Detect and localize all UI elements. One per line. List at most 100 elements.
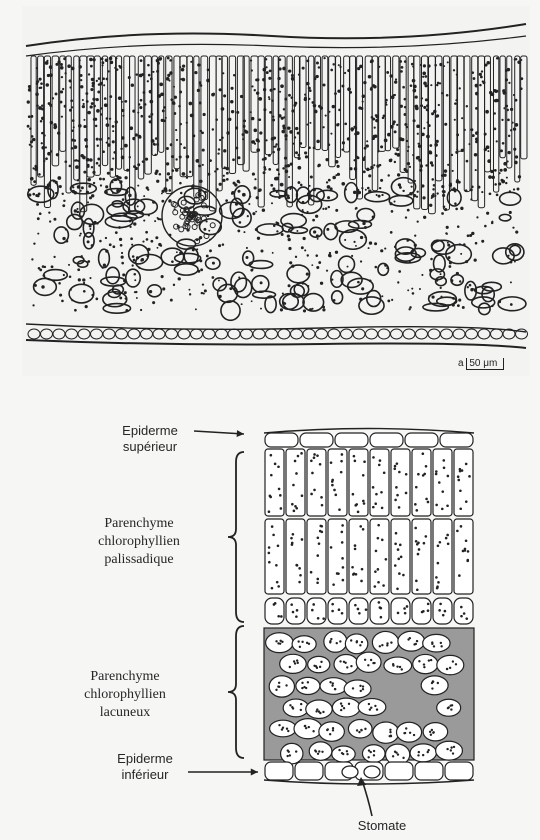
diagram-chloroplast: [465, 539, 468, 542]
diagram-chloroplast: [415, 509, 418, 512]
diagram-chloroplast: [312, 730, 314, 732]
diagram-chloroplast: [336, 642, 338, 644]
diagram-chloroplast: [268, 561, 271, 564]
diagram-chloroplast: [311, 609, 314, 612]
diagram-chloroplast: [435, 504, 438, 507]
diagram-chloroplast: [394, 465, 397, 468]
diagram-chloroplast: [316, 454, 319, 457]
diagram-chloroplast: [295, 615, 298, 618]
diagram-chloroplast: [379, 606, 382, 609]
diagram-upper-epidermal-cell: [370, 433, 403, 447]
diagram-chloroplast: [359, 644, 361, 646]
diagram-chloroplast: [338, 508, 341, 511]
diagram-chloroplast: [316, 708, 318, 710]
diagram-chloroplast: [319, 463, 322, 466]
palisade-brace: [228, 452, 244, 622]
diagram-chloroplast: [444, 610, 447, 613]
diagram-chloroplast: [468, 475, 471, 478]
diagram-chloroplast: [395, 751, 397, 753]
diagram-chloroplast: [295, 507, 298, 510]
diagram-chloroplast: [341, 557, 344, 560]
label-palisade-line3: palissadique: [72, 551, 206, 569]
diagram-chloroplast: [339, 660, 341, 662]
diagram-chloroplast: [368, 703, 370, 705]
diagram-chloroplast: [311, 472, 314, 475]
diagram-chloroplast: [374, 502, 377, 505]
diagram-chloroplast: [320, 661, 322, 663]
diagram-chloroplast: [404, 612, 407, 615]
diagram-chloroplast: [435, 473, 438, 476]
diagram-chloroplast: [296, 564, 299, 567]
diagram-chloroplast: [394, 499, 397, 502]
diagram-spongy-cell: [373, 722, 399, 743]
diagram-chloroplast: [363, 460, 366, 463]
diagram-chloroplast: [333, 489, 336, 492]
diagram-chloroplast: [418, 751, 420, 753]
diagram-chloroplast: [401, 668, 403, 670]
diagram-chloroplast: [396, 462, 399, 465]
diagram-chloroplast: [417, 553, 420, 556]
diagram-chloroplast: [437, 581, 440, 584]
diagram-chloroplast: [289, 754, 291, 756]
diagram-spongy-cell: [324, 631, 347, 652]
diagram-chloroplast: [341, 524, 344, 527]
diagram-chloroplast: [308, 643, 310, 645]
diagram-chloroplast: [298, 567, 301, 570]
diagram-chloroplast: [413, 734, 415, 736]
diagram-transition-cell: [349, 598, 368, 624]
diagram-chloroplast: [430, 659, 432, 661]
diagram-chloroplast: [463, 612, 466, 615]
diagram-chloroplast: [425, 498, 428, 501]
diagram-transition-cell: [328, 598, 347, 624]
diagram-chloroplast: [467, 550, 470, 553]
diagram-upper-epidermal-cell: [405, 433, 438, 447]
diagram-chloroplast: [342, 579, 345, 582]
diagram-transition-cell: [433, 598, 452, 624]
diagram-chloroplast: [320, 496, 323, 499]
diagram-chloroplast: [428, 659, 430, 661]
diagram-chloroplast: [447, 543, 450, 546]
diagram-chloroplast: [429, 731, 431, 733]
diagram-chloroplast: [316, 578, 319, 581]
diagram-chloroplast: [270, 474, 273, 477]
diagram-chloroplast: [465, 463, 468, 466]
diagram-chloroplast: [278, 682, 280, 684]
diagram-chloroplast: [440, 645, 442, 647]
diagram-upper-epidermal-cell: [335, 433, 368, 447]
diagram-spongy-cell: [396, 722, 421, 742]
diagram-chloroplast: [340, 460, 343, 463]
diagram-chloroplast: [301, 682, 303, 684]
diagram-chloroplast: [294, 662, 296, 664]
diagram-chloroplast: [460, 606, 463, 609]
diagram-chloroplast: [358, 612, 361, 615]
diagram-chloroplast: [446, 748, 448, 750]
diagram-chloroplast: [301, 494, 304, 497]
diagram-chloroplast: [439, 541, 442, 544]
diagram-chloroplast: [299, 646, 301, 648]
diagram-chloroplast: [292, 484, 295, 487]
diagram-chloroplast: [286, 755, 288, 757]
diagram-chloroplast: [451, 704, 453, 706]
diagram-chloroplast: [276, 581, 279, 584]
diagram-chloroplast: [319, 525, 322, 528]
diagram-chloroplast: [364, 659, 366, 661]
diagram-chloroplast: [369, 708, 371, 710]
diagram-chloroplast: [353, 455, 356, 458]
diagram-chloroplast: [317, 753, 319, 755]
diagram-chloroplast: [402, 574, 405, 577]
diagram-chloroplast: [423, 663, 425, 665]
diagram-chloroplast: [397, 753, 399, 755]
diagram-lower-epidermal-cell: [445, 762, 473, 780]
diagram-chloroplast: [352, 573, 355, 576]
diagram-chloroplast: [289, 666, 291, 668]
diagram-chloroplast: [321, 751, 323, 753]
diagram-palisade-cell: [412, 449, 431, 516]
diagram-chloroplast: [382, 584, 385, 587]
diagram-chloroplast: [436, 585, 439, 588]
diagram-chloroplast: [394, 564, 397, 567]
diagram-chloroplast: [427, 751, 429, 753]
diagram-chloroplast: [432, 680, 434, 682]
diagram-chloroplast: [359, 685, 361, 687]
diagram-chloroplast: [435, 470, 438, 473]
diagram-chloroplast: [277, 585, 280, 588]
